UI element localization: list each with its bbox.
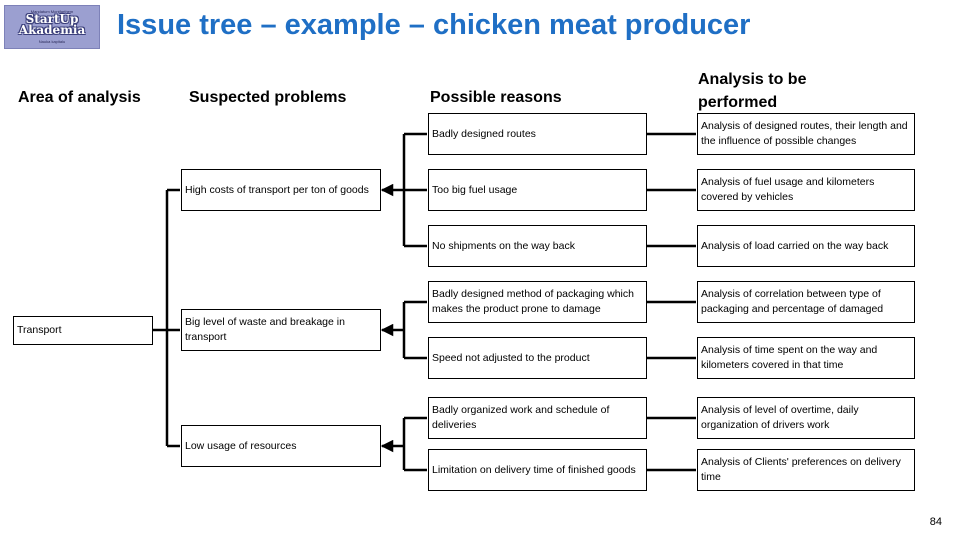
- problem-box-1: High costs of transport per ton of goods: [181, 169, 381, 211]
- slide-title: Issue tree – example – chicken meat prod…: [117, 9, 751, 41]
- problem-label-1: High costs of transport per ton of goods: [185, 183, 369, 196]
- reason-box-6: Badly organized work and schedule of del…: [428, 397, 647, 439]
- reason-label-7: Limitation on delivery time of finished …: [432, 463, 636, 476]
- problem-label-2: Big level of waste and breakage in trans…: [185, 316, 345, 343]
- column-header-problems: Suspected problems: [189, 89, 347, 106]
- connector-problem2-reasons: [402, 300, 427, 360]
- area-box-transport: Transport: [13, 316, 153, 345]
- analysis-box-1: Analysis of designed routes, their lengt…: [697, 113, 915, 155]
- analysis-label-1: Analysis of designed routes, their lengt…: [701, 120, 908, 147]
- reason-box-5: Speed not adjusted to the product: [428, 337, 647, 379]
- analysis-box-7: Analysis of Clients' preferences on deli…: [697, 449, 915, 491]
- connector-problem3-reasons: [402, 416, 427, 472]
- analysis-label-4: Analysis of correlation between type of …: [701, 288, 884, 315]
- analysis-box-6: Analysis of level of overtime, daily org…: [697, 397, 915, 439]
- column-header-analysis: Analysis to be performed: [698, 68, 806, 114]
- analysis-label-7: Analysis of Clients' preferences on deli…: [701, 456, 901, 483]
- reason-box-2: Too big fuel usage: [428, 169, 647, 211]
- problem-box-3: Low usage of resources: [181, 425, 381, 467]
- problem-box-2: Big level of waste and breakage in trans…: [181, 309, 381, 351]
- logo-top-text: Mandatum Montfarthem: [30, 9, 74, 14]
- analysis-box-2: Analysis of fuel usage and kilometers co…: [697, 169, 915, 211]
- analysis-label-2: Analysis of fuel usage and kilometers co…: [701, 176, 875, 203]
- column-header-reasons: Possible reasons: [430, 89, 562, 106]
- reason-box-4: Badly designed method of packaging which…: [428, 281, 647, 323]
- reason-box-3: No shipments on the way back: [428, 225, 647, 267]
- problem-label-3: Low usage of resources: [185, 439, 297, 452]
- reason-label-1: Badly designed routes: [432, 127, 536, 140]
- connector-area-problems: [153, 188, 180, 448]
- analysis-label-5: Analysis of time spent on the way and ki…: [701, 344, 878, 371]
- logo-bottom-text: Nauka kapitalu: [38, 39, 66, 44]
- reason-box-7: Limitation on delivery time of finished …: [428, 449, 647, 491]
- reason-box-1: Badly designed routes: [428, 113, 647, 155]
- column-header-analysis-line-2: performed: [698, 94, 778, 111]
- analysis-label-6: Analysis of level of overtime, daily org…: [701, 404, 859, 431]
- analysis-label-3: Analysis of load carried on the way back: [701, 239, 889, 252]
- connector-problem1-reasons: [402, 132, 427, 248]
- reason-label-3: No shipments on the way back: [432, 239, 575, 252]
- column-header-analysis-line-1: Analysis to be: [698, 71, 807, 88]
- column-header-area: Area of analysis: [18, 89, 141, 106]
- reason-label-6: Badly organized work and schedule of del…: [432, 404, 610, 431]
- logo-line-1: StartUp: [25, 12, 79, 26]
- reason-label-5: Speed not adjusted to the product: [432, 351, 590, 364]
- page-number: 84: [929, 516, 942, 528]
- analysis-box-5: Analysis of time spent on the way and ki…: [697, 337, 915, 379]
- reason-label-4: Badly designed method of packaging which…: [432, 288, 634, 315]
- startup-akademia-logo: Mandatum Montfarthem StartUp Akademia Na…: [4, 5, 100, 49]
- analysis-box-3: Analysis of load carried on the way back: [697, 225, 915, 267]
- reason-label-2: Too big fuel usage: [432, 183, 518, 196]
- analysis-box-4: Analysis of correlation between type of …: [697, 281, 915, 323]
- logo-line-2: Akademia: [18, 23, 86, 37]
- area-label: Transport: [17, 324, 62, 336]
